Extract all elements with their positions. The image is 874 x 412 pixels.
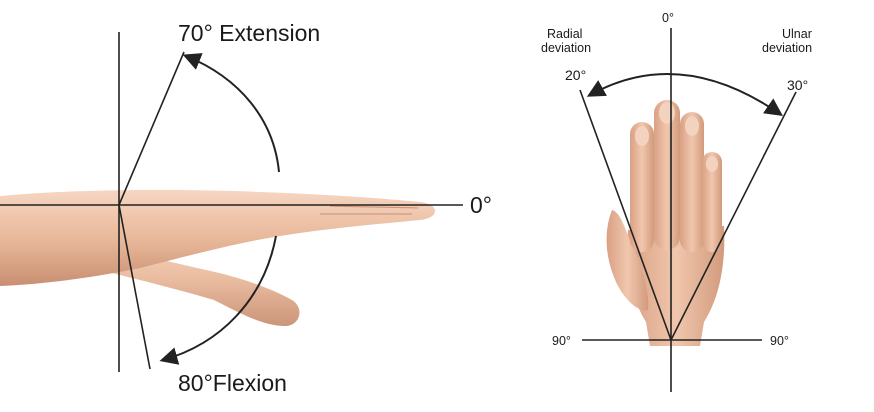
flexion-label: 80°Flexion [178, 370, 287, 396]
radial-limit-line [579, 89, 672, 341]
finger-crease-1 [329, 205, 419, 209]
middle-nail [659, 102, 675, 124]
radial-angle-label: 20° [565, 67, 586, 83]
index-finger-shape [630, 122, 654, 252]
deviation-arc-arrow [586, 73, 783, 117]
little-finger-shape [702, 152, 722, 252]
ring-finger-shape [680, 112, 704, 252]
extension-limit-line [118, 51, 185, 206]
little-nail [706, 156, 718, 172]
index-nail [635, 126, 649, 146]
ulnar-angle-label: 30° [787, 77, 808, 93]
radial-deviation-label-line2: deviation [541, 41, 591, 55]
left-ninety-label: 90° [552, 334, 571, 348]
flexion-arc-arrow [159, 235, 277, 365]
flexion-limit-line [118, 204, 151, 370]
neutral-angle-label: 0° [470, 192, 492, 218]
ulnar-deviation-label-line1: Ulnar [782, 27, 812, 41]
extension-label: 70° Extension [178, 20, 320, 46]
middle-finger-shape [654, 100, 680, 250]
thumb-shape [606, 210, 649, 311]
ulnar-deviation-label-line2: deviation [762, 41, 812, 55]
palm-shape [627, 226, 725, 346]
extension-flexion-panel: 70° Extension 80°Flexion 0° [0, 20, 492, 396]
right-ninety-label: 90° [770, 334, 789, 348]
radial-ulnar-panel: 0° Radial deviation Ulnar deviation 20° … [541, 11, 812, 392]
ulnar-limit-line [670, 91, 797, 341]
ring-nail [685, 116, 699, 136]
radial-deviation-label-line1: Radial [547, 27, 582, 41]
side-view-hand [0, 189, 435, 326]
front-view-hand [606, 100, 725, 346]
extension-arc-arrow [182, 53, 280, 173]
top-zero-label: 0° [662, 11, 674, 25]
